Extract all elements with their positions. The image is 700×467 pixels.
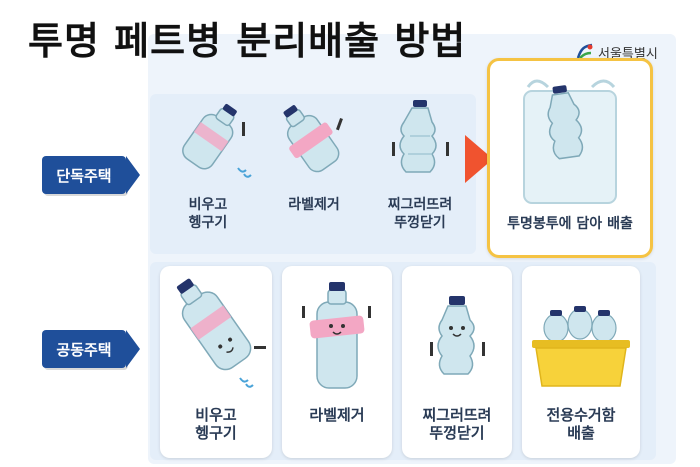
- step-text: 전용수거함 배출: [522, 406, 640, 442]
- seoul-logo: 서울특별시: [575, 42, 658, 62]
- crushed-bottle-icon: [392, 100, 449, 173]
- label-removal-icon: [283, 105, 343, 173]
- logo-text: 서울특별시: [598, 46, 658, 62]
- step-card: 찌그러뜨려 뚜껑닫기: [368, 98, 472, 250]
- step-card: 라벨제거: [282, 266, 392, 458]
- step-text-line1: 비우고: [195, 406, 237, 424]
- transparent-bag-icon: [523, 79, 617, 204]
- step-text-line1: 라벨제거: [309, 406, 365, 424]
- step-text: 찌그러뜨려 뚜껑닫기: [368, 196, 472, 232]
- step-text-line1: 찌그러뜨려: [422, 406, 492, 424]
- tilted-bottle-icon: [176, 278, 266, 388]
- step-text-line2: 뚜껑닫기: [429, 424, 485, 442]
- step-text: 비우고 헹구기: [160, 406, 272, 442]
- final-step-card-detached: 투명봉투에 담아 배출: [487, 58, 653, 258]
- step-text-line2: 헹구기: [195, 424, 237, 442]
- step-text: 비우고 헹구기: [156, 196, 260, 232]
- step-text-line1: 찌그러뜨려: [387, 197, 453, 213]
- step-card: 비우고 헹구기: [160, 266, 272, 458]
- tilted-bottle-icon: [182, 103, 252, 178]
- step-text-line2: 배출: [567, 424, 595, 442]
- step-text-line1: 라벨제거: [288, 197, 340, 213]
- step-text: 투명봉투에 담아 배출: [507, 216, 633, 232]
- step-card: 찌그러뜨려 뚜껑닫기: [402, 266, 512, 458]
- page-title: 투명 페트병 분리배출 방법: [28, 19, 467, 63]
- step-card: 라벨제거: [262, 98, 366, 250]
- step-text: 라벨제거: [282, 406, 392, 424]
- step-text-line2: 헹구기: [188, 215, 228, 231]
- crushed-bottle-icon: [430, 296, 485, 375]
- step-text-line1: 전용수거함: [546, 406, 616, 424]
- row-label-detached: 단독주택: [42, 156, 126, 194]
- step-card: 비우고 헹구기: [156, 98, 260, 250]
- step-card: 전용수거함 배출: [522, 266, 640, 458]
- row-label-apartment: 공동주택: [42, 330, 126, 368]
- collection-bin-icon: [532, 306, 630, 387]
- step-text: 찌그러뜨려 뚜껑닫기: [402, 406, 512, 442]
- label-removal-icon: [302, 282, 371, 389]
- step-text-line1: 비우고: [188, 197, 228, 213]
- seoul-logo-icon: [576, 43, 593, 59]
- step-text-line2: 뚜껑닫기: [394, 215, 446, 231]
- step-text: 라벨제거: [262, 196, 366, 214]
